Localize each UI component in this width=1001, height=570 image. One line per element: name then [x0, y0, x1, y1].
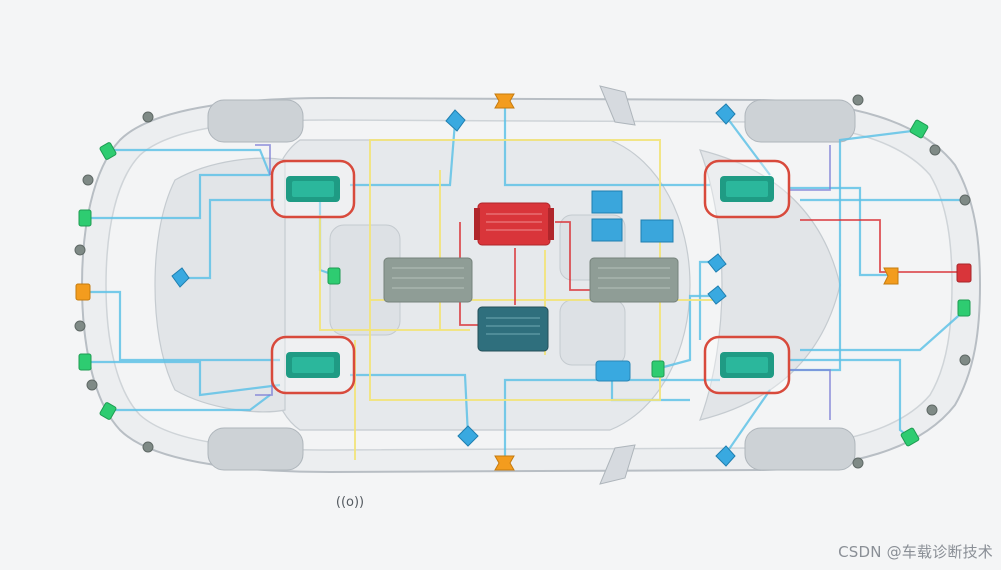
zone-controller-fr — [705, 337, 789, 393]
central-compute-ecu — [474, 203, 554, 245]
car-topview-icon — [82, 86, 980, 484]
zone-ecu-left — [384, 258, 472, 302]
front-radar-red — [957, 264, 971, 282]
small-ecu-blue — [596, 361, 630, 381]
hpc-ecu — [478, 307, 548, 351]
zone-controller-rl — [272, 161, 354, 217]
zone-controller-rr — [272, 337, 354, 393]
zone-controller-fl — [705, 161, 789, 217]
watermark: CSDN @车载诊断技术 — [838, 541, 993, 562]
antenna-icon: ((o)) — [336, 495, 364, 510]
zone-ecu-right — [590, 258, 678, 302]
